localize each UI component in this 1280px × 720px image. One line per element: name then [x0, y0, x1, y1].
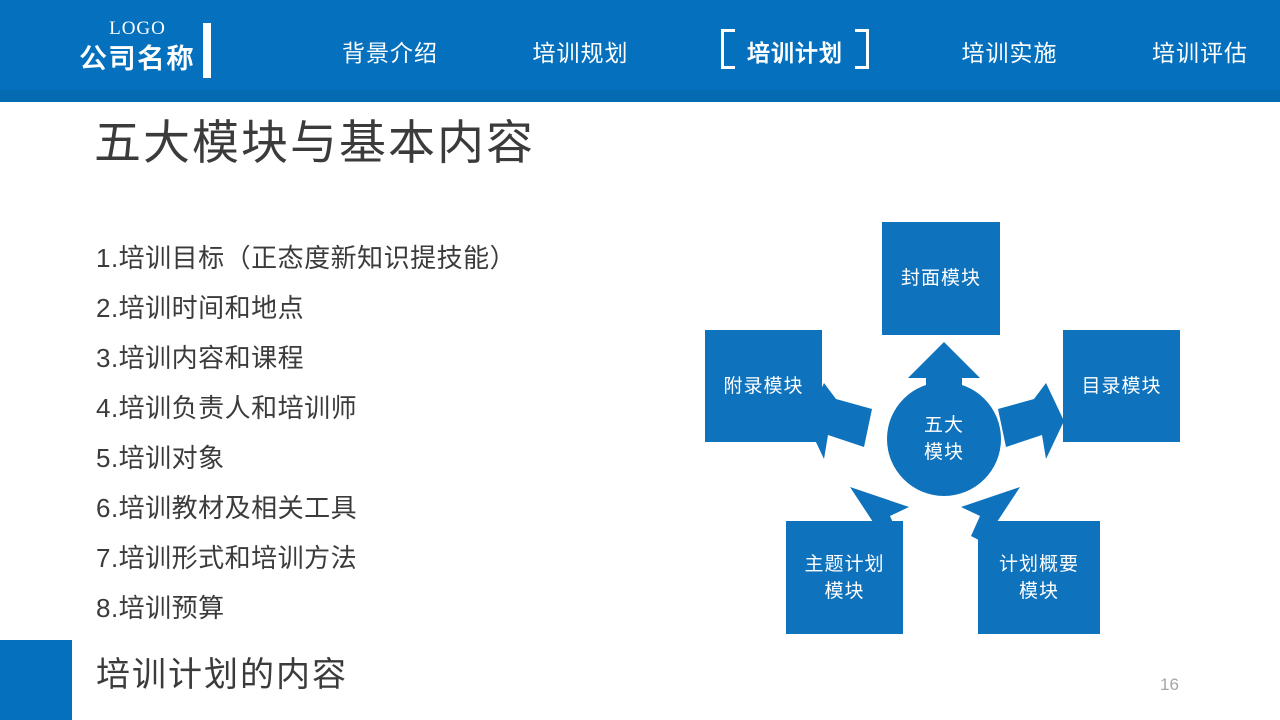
nav-item-background[interactable]: 背景介绍: [340, 30, 440, 72]
diagram-center-label-line2: 模块: [923, 442, 964, 463]
list-item: 7.培训形式和培训方法: [96, 543, 358, 573]
list-item: 1.培训目标（正态度新知识提技能）: [96, 243, 517, 273]
arrow-left-icon: [806, 383, 872, 459]
nav-menu: 背景介绍 培训规划 培训计划 培训实施 培训评估: [340, 0, 1280, 102]
module-node-label: 主题计划模块: [804, 553, 885, 602]
page-number: 16: [1160, 675, 1179, 694]
footer-accent-block: [0, 640, 72, 720]
nav-item-label: 背景介绍: [342, 40, 438, 66]
list-item: 6.培训教材及相关工具: [96, 493, 358, 523]
list-item: 2.培训时间和地点: [96, 293, 305, 323]
logo-text: LOGO: [109, 18, 166, 39]
content-list: 1.培训目标（正态度新知识提技能） 2.培训时间和地点 3.培训内容和课程 4.…: [96, 233, 656, 633]
bracket-left-icon: [721, 29, 735, 69]
arrow-up-icon: [908, 342, 980, 396]
diagram-center-label-line1: 五大: [923, 415, 964, 436]
module-node-left[interactable]: 附录模块: [705, 330, 822, 442]
footer-heading: 培训计划的内容: [96, 656, 348, 694]
module-node-label: 计划概要模块: [998, 553, 1079, 602]
brand-block: LOGO 公司名称: [50, 18, 225, 76]
brand-divider: [203, 23, 211, 78]
module-node-right[interactable]: 目录模块: [1063, 330, 1180, 442]
diagram-center-hub[interactable]: 五大 模块: [887, 382, 1001, 496]
module-node-bottom-left[interactable]: 主题计划模块: [786, 521, 903, 634]
bracket-right-icon: [855, 29, 869, 69]
module-node-top[interactable]: 封面模块: [882, 222, 1000, 335]
page-title: 五大模块与基本内容: [94, 116, 535, 169]
company-name: 公司名称: [79, 44, 196, 74]
nav-item-label: 培训实施: [961, 40, 1058, 66]
diagram-center-label-group: 五大 模块: [924, 412, 964, 466]
module-node-label: 附录模块: [723, 375, 804, 397]
nav-item-label: 培训评估: [1152, 40, 1248, 66]
module-node-bottom-right[interactable]: 计划概要模块: [978, 521, 1100, 634]
nav-item-implementation[interactable]: 培训实施: [960, 30, 1060, 72]
arrow-right-icon: [998, 383, 1064, 459]
module-node-label: 封面模块: [900, 268, 981, 289]
nav-item-label: 培训计划: [747, 40, 843, 66]
list-item: 8.培训预算: [96, 593, 225, 623]
list-item: 3.培训内容和课程: [96, 343, 305, 373]
nav-item-training-plan[interactable]: 培训计划: [721, 29, 869, 72]
list-item: 5.培训对象: [96, 443, 225, 473]
nav-item-label: 培训规划: [532, 40, 629, 66]
top-navigation-bar: LOGO 公司名称 背景介绍 培训规划 培训计划 培训实施 培训评估: [0, 0, 1280, 102]
module-node-label: 目录模块: [1081, 375, 1162, 397]
nav-item-evaluation[interactable]: 培训评估: [1150, 30, 1250, 72]
list-item: 4.培训负责人和培训师: [96, 393, 358, 423]
header-accent-band: [0, 90, 1280, 102]
five-modules-diagram: 封面模块 目录模块 计划概要模块 主题计划模块 附录模块 五大 模块: [690, 200, 1200, 660]
nav-item-planning[interactable]: 培训规划: [531, 30, 631, 72]
